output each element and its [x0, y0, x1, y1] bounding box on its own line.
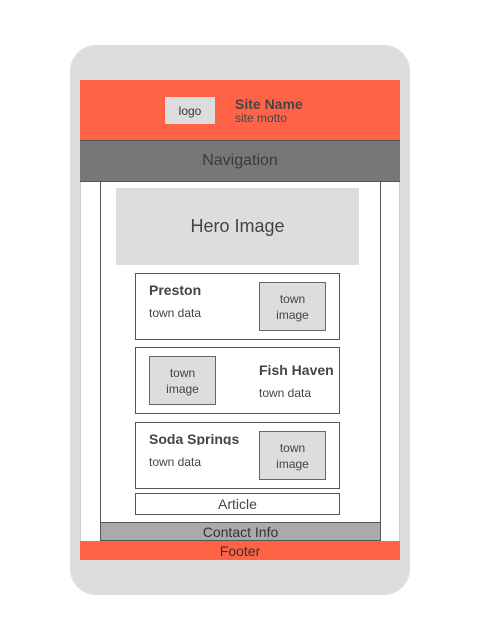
town-image: town image: [259, 282, 326, 331]
town-name: Fish Haven: [259, 362, 334, 378]
site-name: Site Name: [235, 96, 303, 112]
hero-image: Hero Image: [116, 188, 359, 265]
town-name: Soda Springs: [149, 431, 240, 445]
town-card-preston[interactable]: Preston town data town image: [135, 273, 340, 340]
town-data: town data: [149, 455, 202, 469]
site-motto: site motto: [235, 111, 288, 125]
town-name: Preston: [149, 282, 202, 298]
town-card-soda-springs[interactable]: Soda Springs town data town image: [135, 422, 340, 489]
navigation-bar[interactable]: Navigation: [80, 140, 400, 182]
article-block: Article: [135, 493, 340, 515]
town-card-fish-haven[interactable]: town image Fish Haven town data: [135, 347, 340, 414]
town-data: town data: [259, 386, 312, 400]
logo-placeholder[interactable]: logo: [165, 97, 215, 124]
town-image: town image: [259, 431, 326, 480]
site-header: [80, 80, 400, 140]
town-image: town image: [149, 356, 216, 405]
town-data: town data: [149, 306, 202, 320]
site-footer: Footer: [80, 541, 400, 560]
contact-info[interactable]: Contact Info: [100, 522, 381, 541]
